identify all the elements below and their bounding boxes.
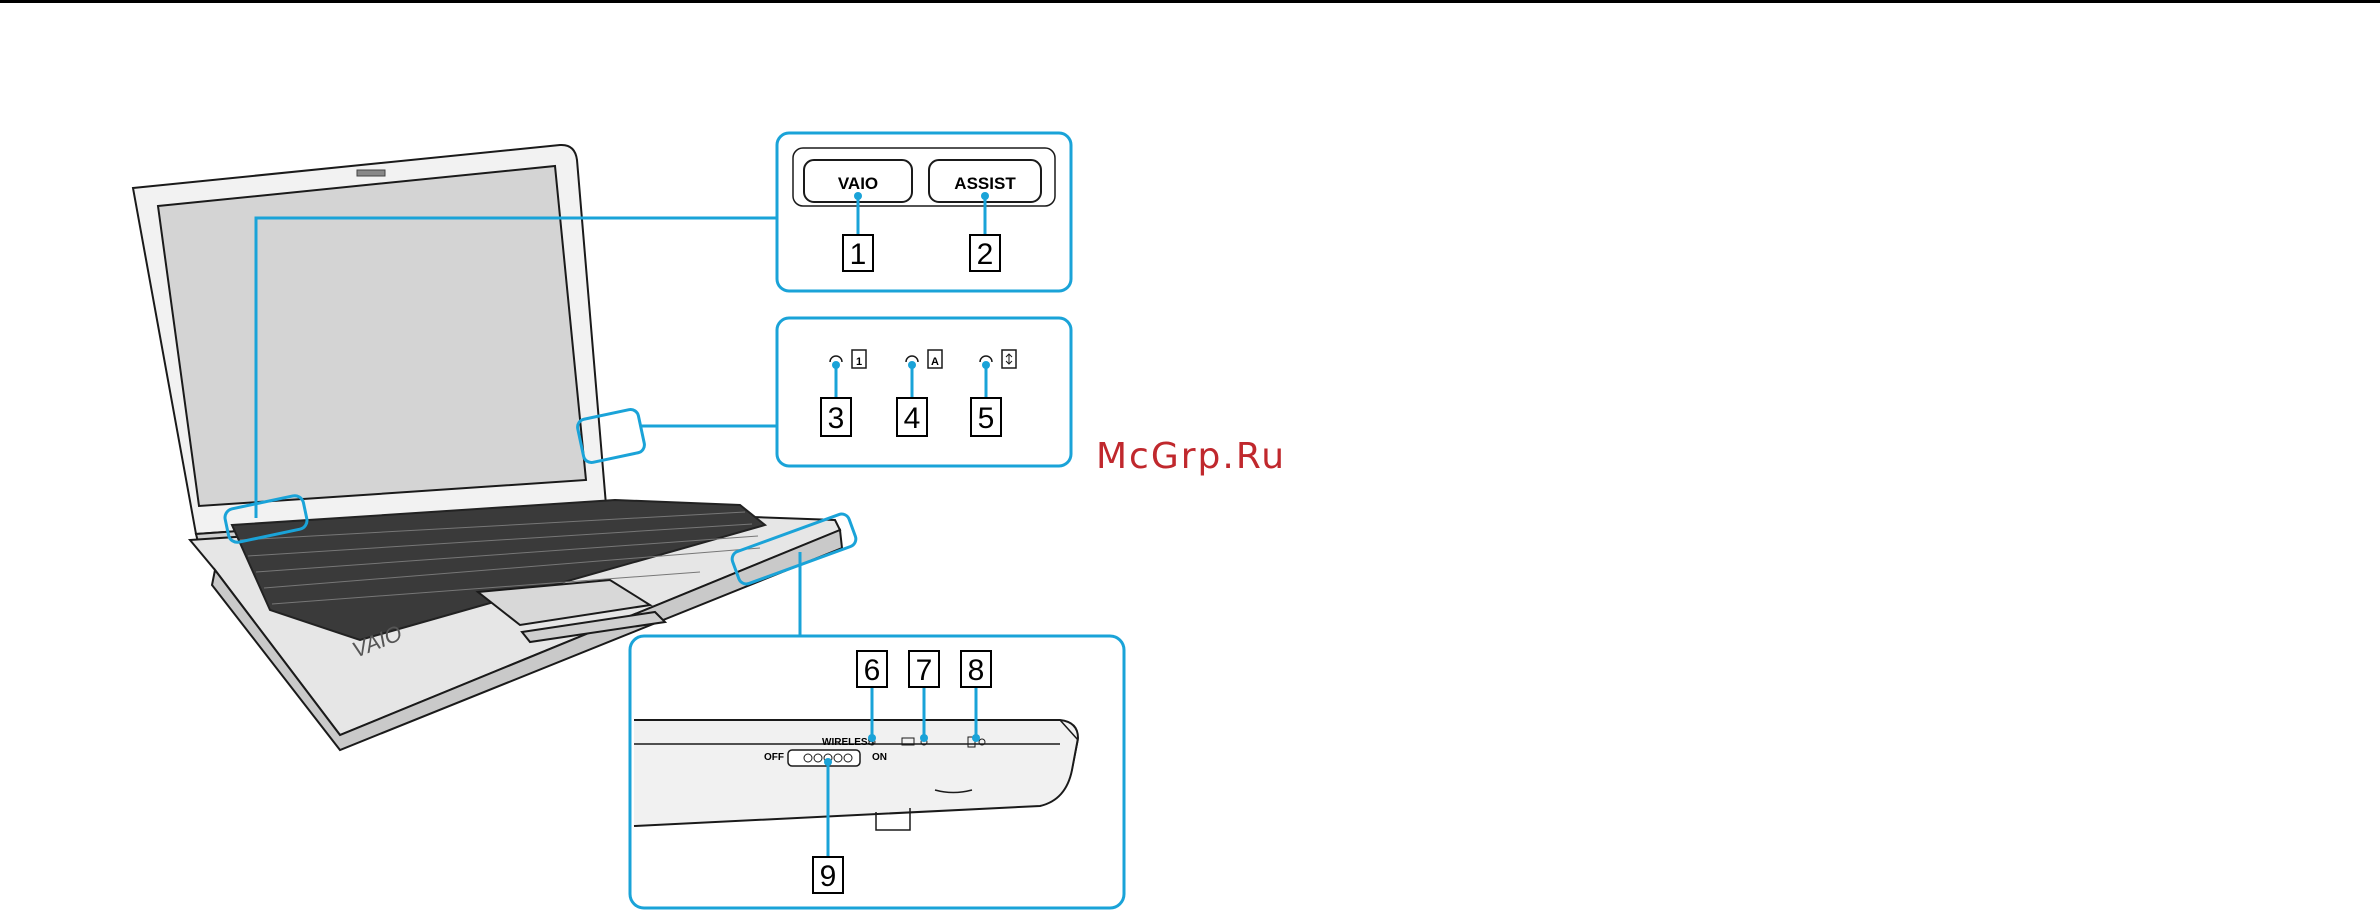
callout-4-label: 4 <box>904 402 921 435</box>
callout-6-label: 6 <box>864 654 881 687</box>
assist-button-label: ASSIST <box>954 174 1016 193</box>
callout-1-label: 1 <box>850 238 867 271</box>
switch-off-label: OFF <box>764 752 784 763</box>
switch-on-label: ON <box>872 752 887 763</box>
callout-7-label: 7 <box>916 654 933 687</box>
panel-buttons: VAIO ASSIST 1 2 <box>777 133 1071 291</box>
svg-text:1: 1 <box>856 356 862 368</box>
watermark: McGrp.Ru <box>1096 436 1286 477</box>
callout-2-label: 2 <box>977 238 994 271</box>
svg-text:A: A <box>931 356 939 368</box>
vaio-button-label: VAIO <box>838 174 878 193</box>
wireless-label: WIRELESS <box>822 737 875 748</box>
callout-9-label: 9 <box>820 860 837 893</box>
callout-5-label: 5 <box>978 402 995 435</box>
panel-front-edge: WIRELESS OFF ON 6 7 8 9 <box>630 636 1124 908</box>
panel-indicators: 1 A 3 4 5 <box>777 318 1071 466</box>
callout-8-label: 8 <box>968 654 985 687</box>
callout-3-label: 3 <box>828 402 845 435</box>
webcam <box>357 170 385 176</box>
